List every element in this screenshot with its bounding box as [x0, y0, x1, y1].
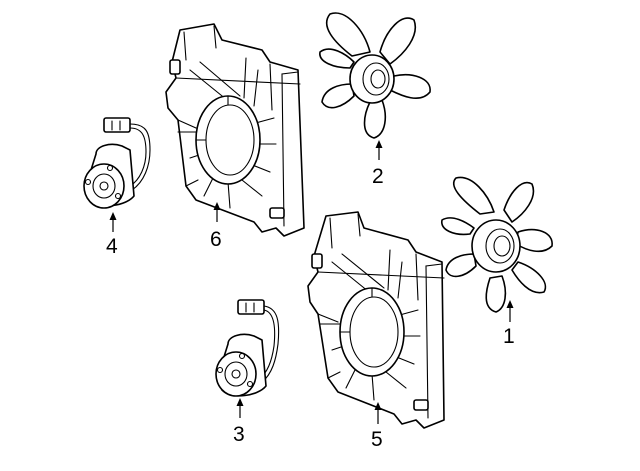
fan-motor-lower[interactable]: [215, 299, 280, 397]
callout-3: 3: [233, 423, 245, 446]
callout-6: 6: [210, 228, 222, 251]
fan-blade-upper[interactable]: [319, 12, 431, 139]
callout-1: 1: [503, 325, 515, 348]
fan-blade-lower[interactable]: [441, 176, 553, 313]
callout-5: 5: [371, 428, 383, 451]
fan-motor-upper[interactable]: [83, 117, 151, 209]
fan-shroud-upper[interactable]: [165, 23, 305, 237]
fan-shroud-lower[interactable]: [307, 211, 445, 429]
callout-4: 4: [106, 235, 118, 258]
callout-2: 2: [372, 165, 384, 188]
leader-lines: [109, 140, 514, 424]
